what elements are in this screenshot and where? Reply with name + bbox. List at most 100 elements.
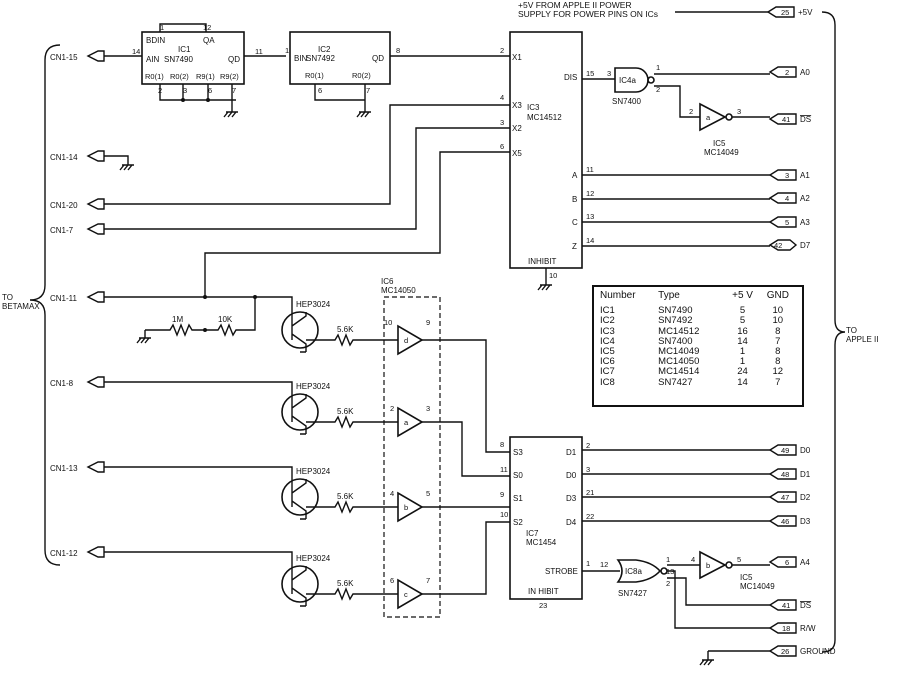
pin-number: 14 — [132, 47, 140, 56]
transistor-label: HEP3024 — [296, 467, 331, 476]
pin-number: 3 — [500, 118, 504, 127]
pin-label: S1 — [513, 494, 523, 503]
connector-arrow — [768, 556, 797, 568]
ground-symbol — [699, 659, 714, 666]
emitter-grounds — [300, 351, 306, 607]
ground-symbol — [119, 164, 134, 171]
connector-arrow — [86, 223, 105, 235]
pin-number: 2 — [666, 579, 670, 588]
pin-number: 7 — [366, 86, 370, 95]
pin-label: BDIN — [146, 36, 165, 45]
gate-label: b — [404, 503, 408, 512]
ic1-wires — [104, 23, 286, 112]
table-header: +5 V — [732, 290, 753, 301]
connector-arrow — [768, 66, 797, 78]
table-header: GND — [766, 290, 789, 301]
connector-arrow — [768, 239, 798, 251]
connector-label: CN1-8 — [50, 379, 74, 388]
pin-number: 2 — [500, 46, 504, 55]
ic-name: IC1 — [178, 45, 191, 54]
ground-symbol — [356, 111, 371, 118]
pin-label: R0(1) — [145, 72, 164, 81]
connector-pin: 41 — [782, 601, 790, 610]
ic-part: MC14049 — [740, 582, 775, 591]
supply-note-line2: SUPPLY FOR POWER PINS ON ICs — [518, 9, 658, 19]
transistor-label: HEP3024 — [296, 554, 331, 563]
pin-number: 9 — [426, 318, 430, 327]
ic4a-nand-gate: IC4a SN7400 3 1 2 — [607, 63, 660, 106]
pin-label: INHIBIT — [528, 257, 557, 266]
betamax-brace — [29, 44, 61, 566]
connector-arrow — [768, 622, 797, 634]
pin-number: 2 — [390, 404, 394, 413]
pin-label: S3 — [513, 448, 523, 457]
ic-name: IC8a — [625, 567, 642, 576]
connector-label: CN1-15 — [50, 53, 78, 62]
transistor-q4: HEP3024 — [104, 551, 331, 606]
connector-arrow — [86, 376, 105, 388]
pin-number: 10 — [384, 318, 392, 327]
connector-label: D0 — [800, 446, 811, 455]
transistor-q2: HEP3024 — [104, 381, 331, 434]
resistor-label: 10K — [218, 315, 233, 324]
pin-number: 3 — [183, 86, 187, 95]
connector-pin: 42 — [774, 241, 782, 250]
connector-arrow — [86, 461, 105, 473]
connector-label: GROUND — [800, 647, 836, 656]
ic-part: MC14512 — [527, 113, 562, 122]
connector-arrow — [768, 113, 797, 125]
pin-number: 11 — [586, 165, 594, 174]
pin-number: 3 — [426, 404, 430, 413]
resistor-label: 5.6K — [337, 407, 354, 416]
pin-number: 4 — [691, 555, 695, 564]
pin-number: 6 — [390, 576, 394, 585]
ic-part: SN7490 — [164, 55, 193, 64]
pin-label: QD — [372, 54, 384, 63]
connector-arrow — [768, 468, 797, 480]
ic-part: MC14050 — [381, 286, 416, 295]
pin-number: 4 — [500, 93, 504, 102]
ic8a-nor-gate: IC8a SN7427 12 1 13 2 — [600, 555, 674, 598]
ic7-wires — [582, 449, 770, 572]
pin-number: 2 — [656, 85, 660, 94]
input-wires — [104, 104, 510, 298]
ic-name: IC4a — [619, 76, 636, 85]
pin-label: QD — [228, 55, 240, 64]
gate-label: d — [404, 336, 408, 345]
pin-number: 3 — [737, 107, 741, 116]
gate-label: c — [404, 590, 408, 599]
pin-label: R0(2) — [352, 71, 371, 80]
connector-label: A3 — [800, 218, 810, 227]
junction — [203, 295, 207, 299]
pin-number: 11 — [500, 465, 508, 474]
connector-arrow — [86, 150, 105, 162]
connector-arrow — [768, 192, 797, 204]
connector-label: CN1-14 — [50, 153, 78, 162]
pin-label: X5 — [512, 149, 522, 158]
connector-arrow — [768, 491, 797, 503]
pin-label: A — [572, 171, 578, 180]
pin-number: 1 — [160, 23, 164, 32]
connector-label: D2 — [800, 493, 811, 502]
pin-number: 2 — [586, 441, 590, 450]
pin-number: 5 — [737, 555, 741, 564]
connector-pin: 46 — [781, 517, 789, 526]
pin-number: 7 — [232, 86, 236, 95]
pin-label: X2 — [512, 124, 522, 133]
junction — [181, 98, 185, 102]
ic3-wires — [545, 78, 770, 285]
ic-name: IC6 — [381, 277, 394, 286]
ic-part: MC1454 — [526, 538, 557, 547]
transistors: HEP3024 HEP3024 HEP3024 HEP3024 — [104, 296, 331, 606]
ic6-mc14050: IC6 MC14050 d a b c 10 9 2 3 4 5 6 7 — [381, 277, 441, 618]
connector-pin: 18 — [782, 624, 790, 633]
pin-number: 10 — [500, 510, 508, 519]
pin-number: 8 — [500, 440, 504, 449]
base-resistors — [306, 333, 390, 601]
connector-label: CN1-7 — [50, 226, 74, 235]
